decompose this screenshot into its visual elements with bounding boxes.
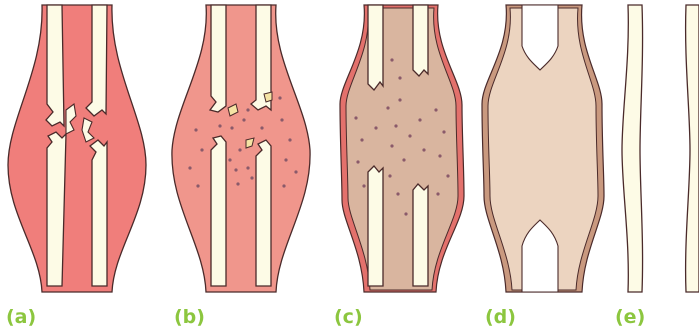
panel-a-left-bone-lower [47, 132, 66, 286]
panel-d-illustration [482, 5, 604, 292]
panel-label-c: (c) [334, 306, 363, 328]
panel-c-illustration [340, 5, 464, 292]
panel-b-left-bone-upper [210, 5, 226, 112]
panel-a-right-bone-lower [90, 140, 107, 286]
panel-c-left-bone-upper [368, 5, 383, 90]
panel-label-b: (b) [174, 306, 205, 328]
panel-b-left-bone-lower [211, 136, 226, 286]
panel-e-right-cortex [686, 5, 699, 292]
panel-e-illustration [622, 5, 699, 292]
panel-b-illustration [172, 5, 310, 292]
panel-label-d: (d) [485, 306, 516, 328]
panel-label-a: (a) [6, 306, 36, 328]
panel-label-e: (e) [615, 306, 645, 328]
panel-b-hematoma [172, 5, 310, 292]
panel-b-chip [264, 92, 272, 102]
panel-a-hematoma [8, 5, 146, 292]
panel-c-right-bone-lower [413, 184, 428, 286]
panel-c-left-bone-lower [368, 166, 383, 286]
panel-c-right-bone-upper [413, 5, 428, 76]
panel-a-illustration [8, 5, 146, 292]
panel-e-left-cortex [622, 5, 643, 292]
panel-b-right-bone-lower [256, 140, 271, 286]
